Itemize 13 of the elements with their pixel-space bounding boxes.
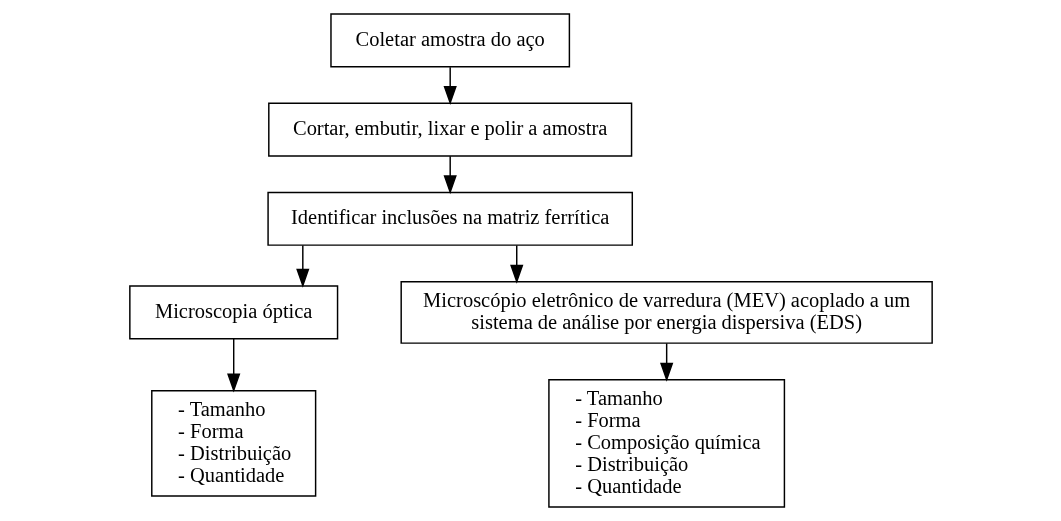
node-box: Coletar amostra do aço — [329, 13, 570, 68]
node-box: Microscopia óptica — [128, 285, 338, 340]
arrow — [226, 338, 240, 393]
arrow — [659, 342, 673, 382]
arrow — [443, 155, 457, 195]
node-box: Microscópio eletrônico de varredura (MEV) acoplado a um sistema de análise por energia dispersiva (EDS) — [399, 280, 933, 344]
arrow — [509, 244, 523, 284]
arrow — [443, 66, 457, 106]
arrow — [295, 244, 309, 288]
node-box: Identificar inclusões na matriz ferrítica — [266, 191, 633, 246]
node-box: - Tamanho - Forma - Composição química - Distribuição - Quantidade — [547, 378, 785, 508]
node-box: - Tamanho - Forma - Distribuição - Quantidade — [150, 389, 316, 497]
node-box: Cortar, embutir, lixar e polir a amostra — [267, 102, 632, 157]
